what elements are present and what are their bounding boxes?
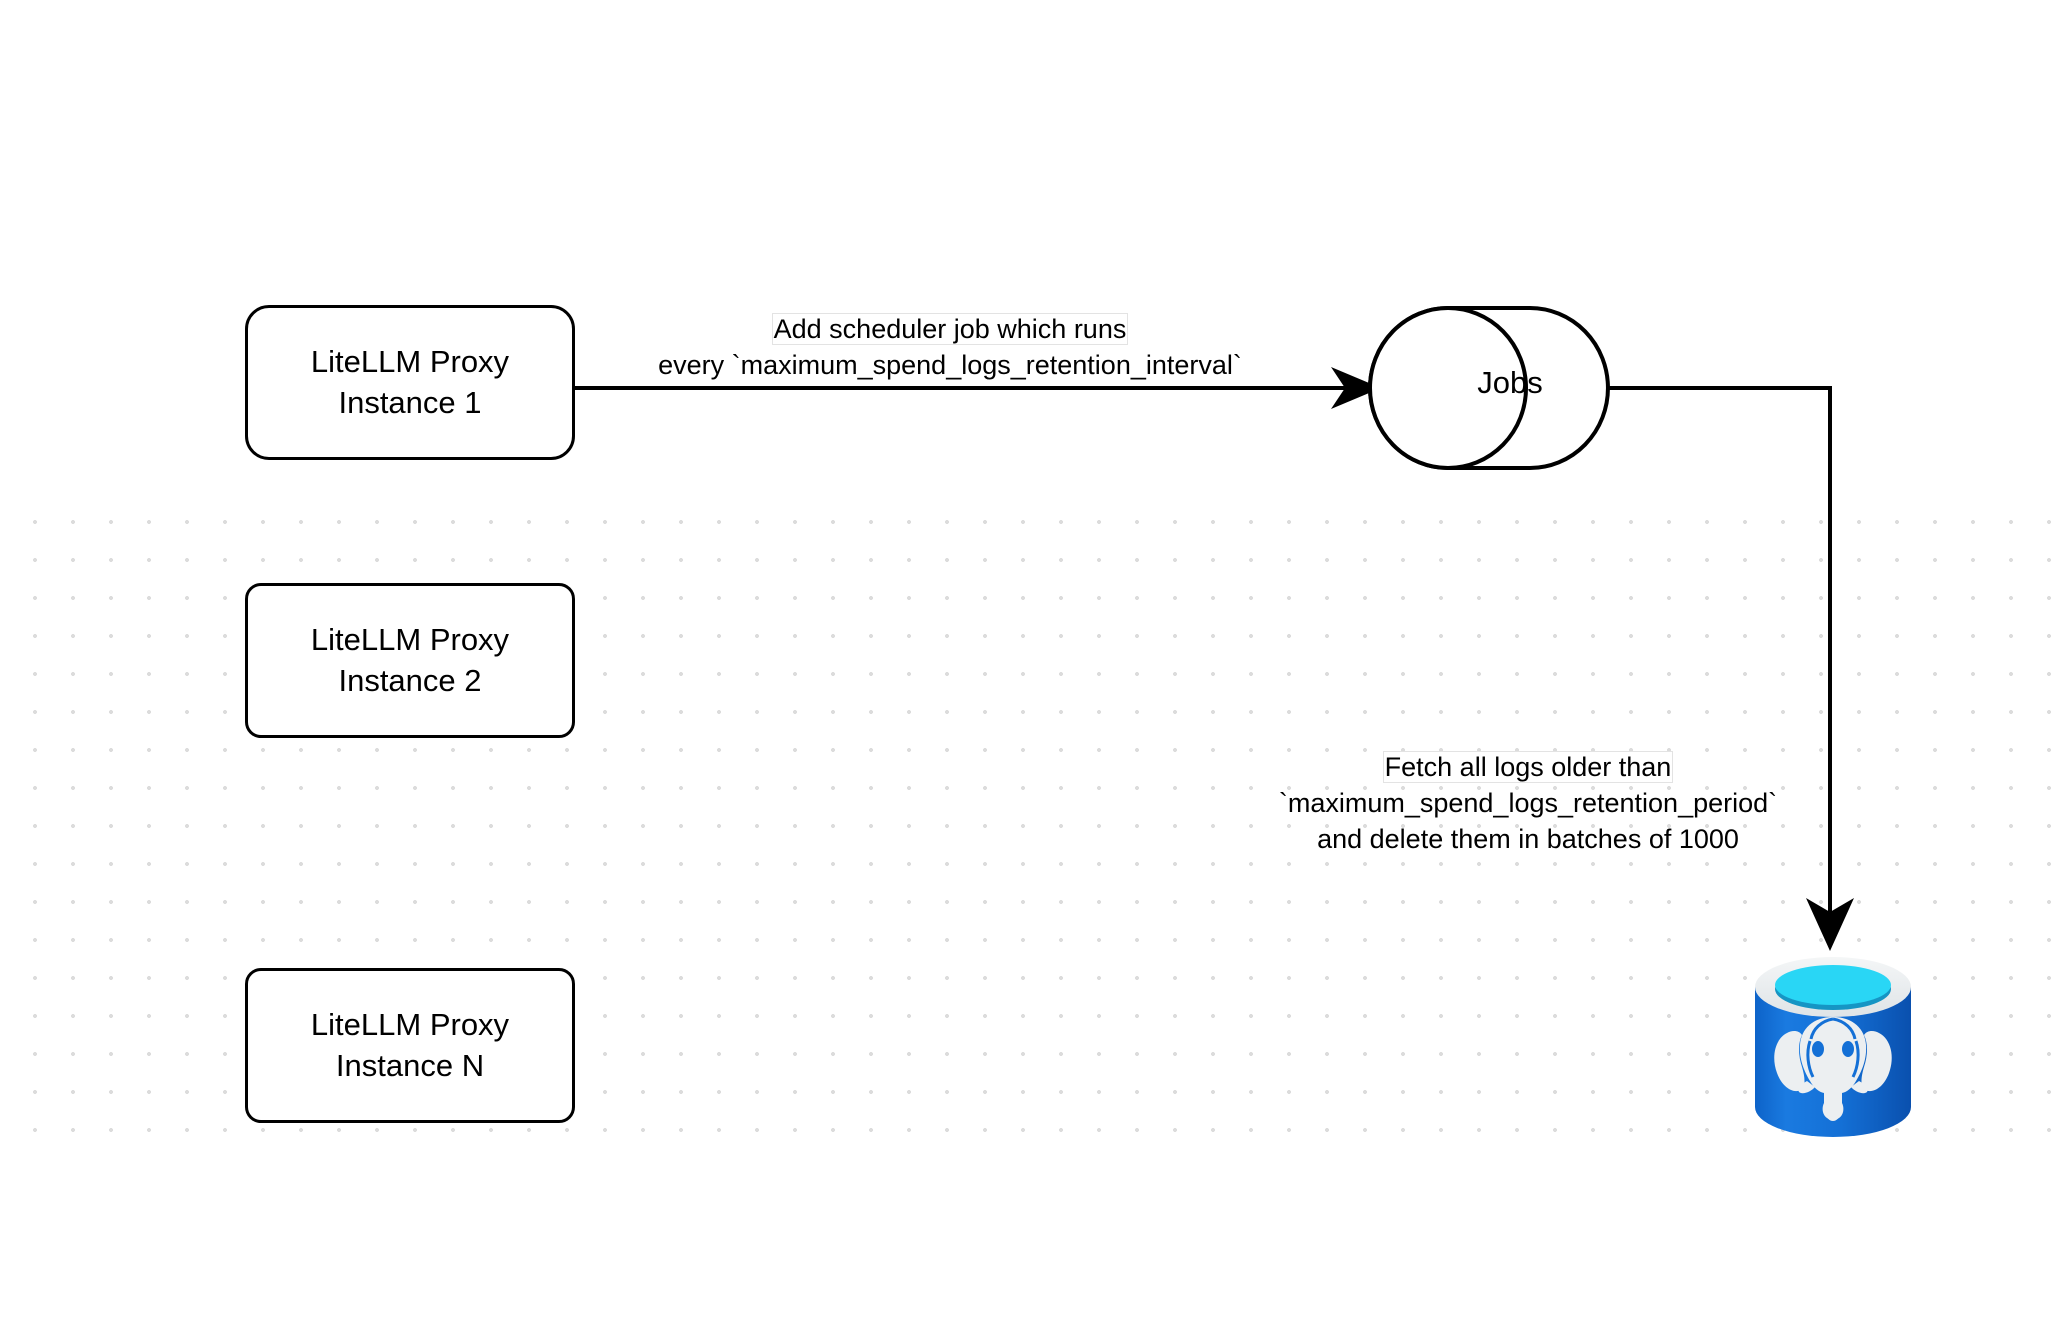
proxy-2-line1: LiteLLM Proxy [310,622,510,658]
proxy-n-line2: Instance N [335,1047,485,1083]
node-jobs-label: Jobs [1477,365,1543,400]
arrowhead-into-jobs [1331,367,1381,409]
jobs-cylinder [1368,306,1610,470]
proxy-n-line1: LiteLLM Proxy [310,1007,510,1043]
edge-cleanup-job [1608,386,1854,951]
edge-label-cleanup-job: Fetch all logs older than `maximum_spend… [1248,750,1808,858]
cleanup-label-line1-text: Fetch all logs older than [1383,752,1673,782]
scheduler-label-line2: every `maximum_spend_logs_retention_inte… [658,349,1242,380]
scheduler-label-line1: Add scheduler job which runs [620,312,1280,348]
node-litellm-proxy-instance-1[interactable]: LiteLLM Proxy Instance 1 [245,305,575,460]
cleanup-label-line1: Fetch all logs older than [1248,750,1808,786]
proxy-1-line1: LiteLLM Proxy [310,344,510,380]
node-litellm-proxy-instance-n[interactable]: LiteLLM Proxy Instance N [245,968,575,1123]
arrowhead-into-database [1806,898,1854,951]
elephant-eyes [1812,1041,1854,1057]
node-litellm-proxy-instance-2[interactable]: LiteLLM Proxy Instance 2 [245,583,575,738]
db-liquid-surface [1775,965,1891,1005]
scheduler-label-line1-text: Add scheduler job which runs [772,314,1128,344]
cleanup-label-line3: and delete them in batches of 1000 [1317,823,1739,854]
postgresql-database-icon[interactable] [1749,955,1917,1140]
proxy-2-line2: Instance 2 [338,662,482,698]
elephant-contours [1806,1017,1860,1078]
edge-label-scheduler-job: Add scheduler job which runs every `maxi… [620,312,1280,384]
cleanup-label-line2: `maximum_spend_logs_retention_period` [1278,787,1778,818]
edge-scheduler-job [575,367,1381,409]
proxy-1-line2: Instance 1 [338,384,482,420]
